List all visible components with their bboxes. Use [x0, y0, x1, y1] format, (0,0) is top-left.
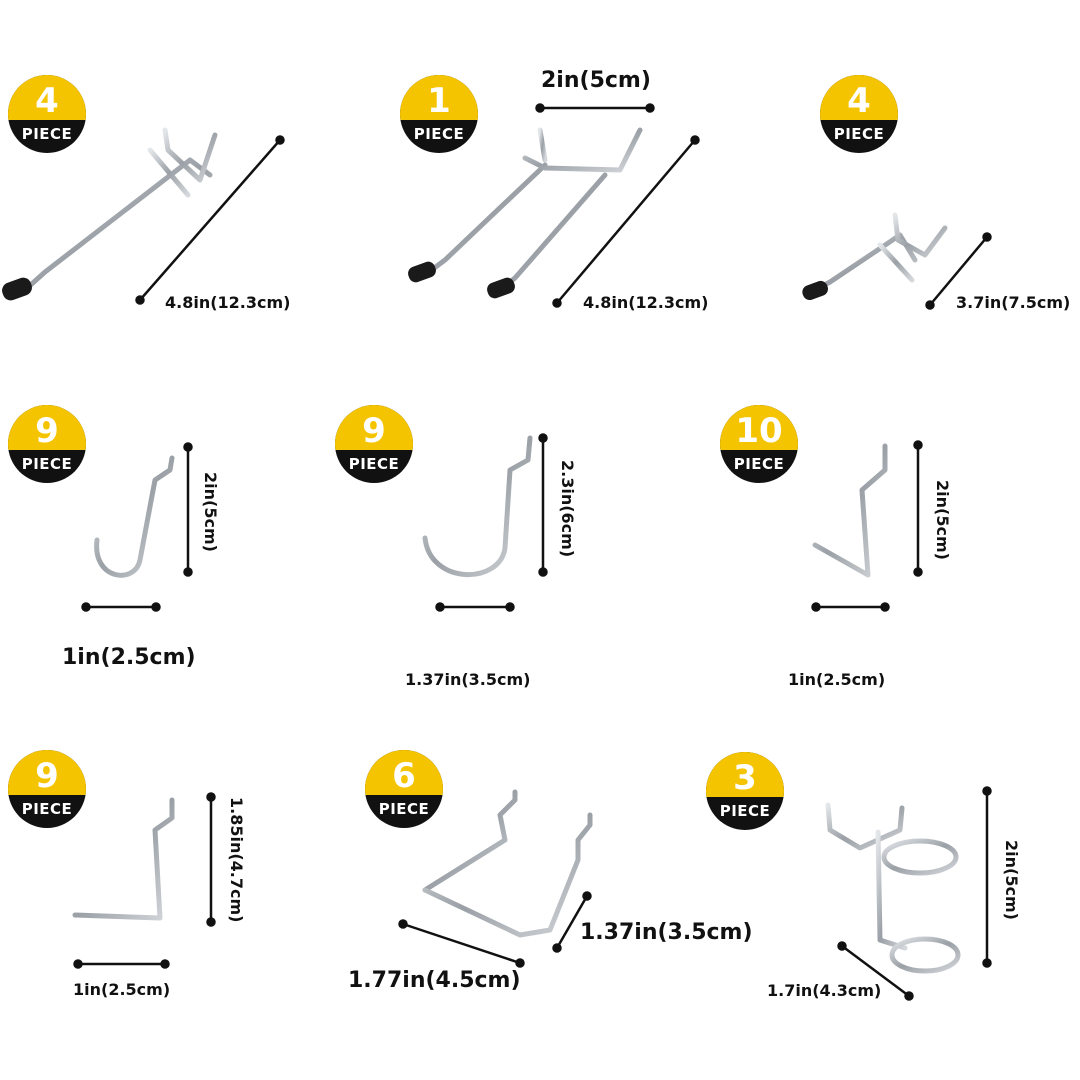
piece-badge-1: 4 PIECE — [8, 75, 86, 153]
dimension-line — [538, 433, 548, 577]
dimension-label-vertical: 2in(5cm) — [201, 472, 220, 552]
piece-label: PIECE — [733, 455, 785, 473]
dimension-label: 1.37in(3.5cm) — [580, 920, 753, 945]
rubber-tip — [2, 277, 32, 301]
dimension-line — [435, 602, 515, 612]
dimension-label: 3.7in(7.5cm) — [956, 293, 1071, 312]
dimension-line — [73, 959, 170, 969]
dimension-line — [552, 135, 700, 308]
piece-count: 4 — [35, 80, 59, 121]
piece-label: PIECE — [719, 802, 771, 820]
piece-count: 4 — [847, 80, 871, 121]
large-j-hook — [422, 435, 533, 578]
piece-badge-5: 9 PIECE — [335, 405, 413, 483]
rubber-tip — [802, 280, 828, 300]
dimension-line — [913, 440, 923, 577]
rubber-tip — [487, 277, 515, 299]
dimension-label: 4.8in(12.3cm) — [583, 293, 709, 312]
dimension-label-vertical: 1.85in(4.7cm) — [227, 797, 246, 923]
dimension-line — [552, 891, 592, 953]
dimension-label-vertical: 2in(5cm) — [933, 480, 952, 560]
piece-label: PIECE — [21, 125, 73, 143]
piece-label: PIECE — [413, 125, 465, 143]
angled-hook — [812, 443, 888, 578]
dimension-label: 2in(5cm) — [541, 68, 651, 93]
piece-badge-4: 9 PIECE — [8, 405, 86, 483]
piece-badge-3: 4 PIECE — [820, 75, 898, 153]
piece-label: PIECE — [833, 125, 885, 143]
piece-count: 10 — [735, 410, 783, 451]
dimension-line — [183, 442, 193, 577]
dimension-line — [135, 135, 285, 305]
dimension-line — [982, 786, 992, 968]
double-peg-hook — [422, 127, 643, 293]
piece-label: PIECE — [378, 800, 430, 818]
dimension-line — [811, 602, 890, 612]
piece-badge-6: 10 PIECE — [720, 405, 798, 483]
piece-badge-8: 6 PIECE — [365, 750, 443, 828]
j-hook — [94, 455, 175, 578]
dimension-line — [398, 919, 525, 968]
piece-count: 6 — [392, 755, 416, 796]
long-peg-hook — [22, 127, 218, 293]
piece-label: PIECE — [21, 455, 73, 473]
dimension-label: 1.7in(4.3cm) — [767, 981, 882, 1000]
dimension-label-vertical: 2in(5cm) — [1002, 840, 1021, 920]
dimension-line — [837, 941, 914, 1001]
dimension-label: 1.37in(3.5cm) — [405, 670, 531, 689]
piece-count: 3 — [733, 757, 757, 798]
piece-badge-2: 1 PIECE — [400, 75, 478, 153]
dimension-line — [206, 792, 216, 927]
rubber-tip — [408, 261, 436, 283]
piece-count: 9 — [35, 755, 59, 796]
piece-count: 9 — [35, 410, 59, 451]
ring-holder-hook — [825, 802, 961, 974]
piece-badge-7: 9 PIECE — [8, 750, 86, 828]
piece-badge-9: 3 PIECE — [706, 752, 784, 830]
u-bracket-hook — [422, 789, 593, 938]
dimension-label: 1in(2.5cm) — [62, 645, 196, 670]
piece-label: PIECE — [21, 800, 73, 818]
dimension-line — [535, 103, 655, 113]
dimension-label: 4.8in(12.3cm) — [165, 293, 291, 312]
piece-count: 1 — [427, 80, 451, 121]
dimension-label: 1.77in(4.5cm) — [348, 968, 521, 993]
piece-label: PIECE — [348, 455, 400, 473]
dimension-line — [925, 232, 992, 310]
short-peg-hook — [812, 212, 948, 293]
dimension-label: 1in(2.5cm) — [788, 670, 886, 689]
piece-count: 9 — [362, 410, 386, 451]
l-hook — [72, 797, 175, 921]
dimension-label-vertical: 2.3in(6cm) — [558, 460, 577, 558]
dimension-line — [81, 602, 161, 612]
dimension-label: 1in(2.5cm) — [73, 980, 171, 999]
